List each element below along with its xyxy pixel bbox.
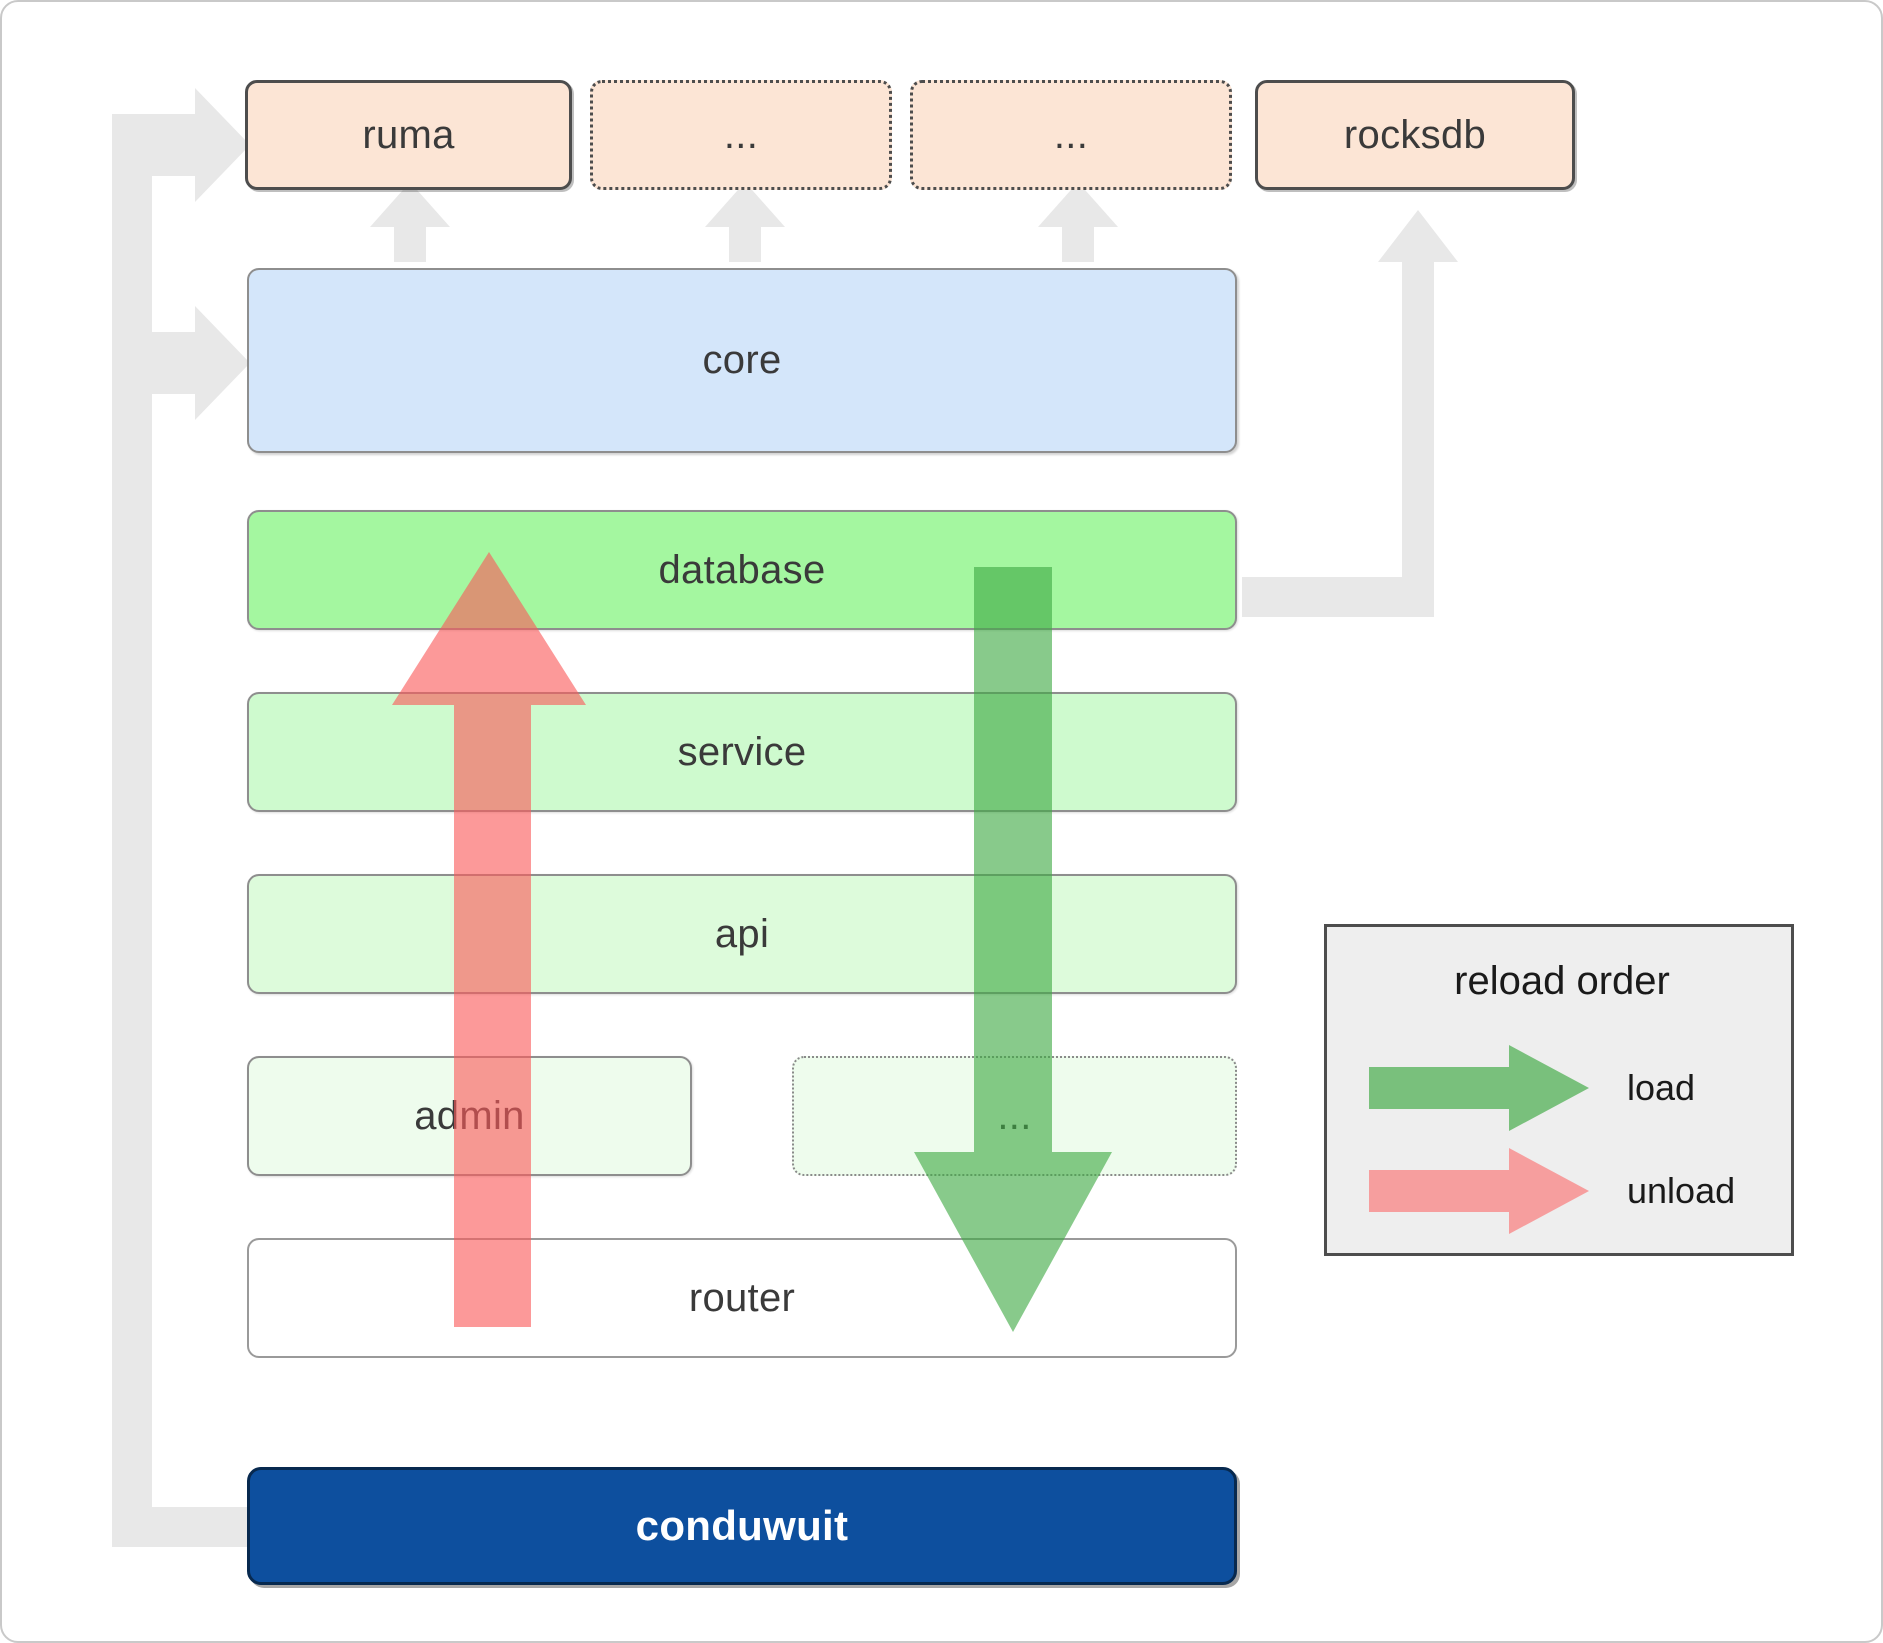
- dependency-box-rocksdb[interactable]: rocksdb: [1255, 80, 1575, 190]
- layer-label: router: [688, 1275, 796, 1320]
- dependency-box-dep-3[interactable]: ...: [910, 80, 1232, 190]
- legend-arrows: [1369, 1045, 1589, 1234]
- legend-title: reload order: [1454, 959, 1670, 1003]
- layer-box-database[interactable]: database: [247, 510, 1237, 630]
- layer-label: database: [658, 547, 826, 592]
- layer-box-service[interactable]: service: [247, 692, 1237, 812]
- binary-label: conduwuit: [635, 1502, 849, 1549]
- layer-label: service: [677, 729, 807, 774]
- legend-label-load: load: [1627, 1067, 1696, 1108]
- dependency-label: ...: [1053, 112, 1089, 157]
- legend-panel: reload order load unload: [1324, 924, 1794, 1256]
- binary-box-conduwuit[interactable]: conduwuit: [247, 1467, 1237, 1585]
- dependency-label: rocksdb: [1343, 112, 1487, 157]
- dependency-label: ruma: [362, 112, 455, 157]
- layer-box-admin[interactable]: admin: [247, 1056, 692, 1176]
- layer-box-router[interactable]: router: [247, 1238, 1237, 1358]
- layer-box-api[interactable]: api: [247, 874, 1237, 994]
- layer-label: ...: [997, 1093, 1032, 1138]
- dependency-box-ruma[interactable]: ruma: [245, 80, 572, 190]
- dependency-label: ...: [723, 112, 759, 157]
- legend-label-unload: unload: [1627, 1170, 1736, 1211]
- core-box[interactable]: core: [247, 268, 1237, 453]
- legend-unload-icon: [1369, 1148, 1589, 1234]
- legend-load-icon: [1369, 1045, 1589, 1131]
- layer-label: admin: [414, 1093, 525, 1138]
- dependency-box-dep-2[interactable]: ...: [590, 80, 892, 190]
- layer-label: api: [714, 911, 770, 956]
- core-label: core: [702, 338, 782, 382]
- layer-box-extra[interactable]: ...: [792, 1056, 1237, 1176]
